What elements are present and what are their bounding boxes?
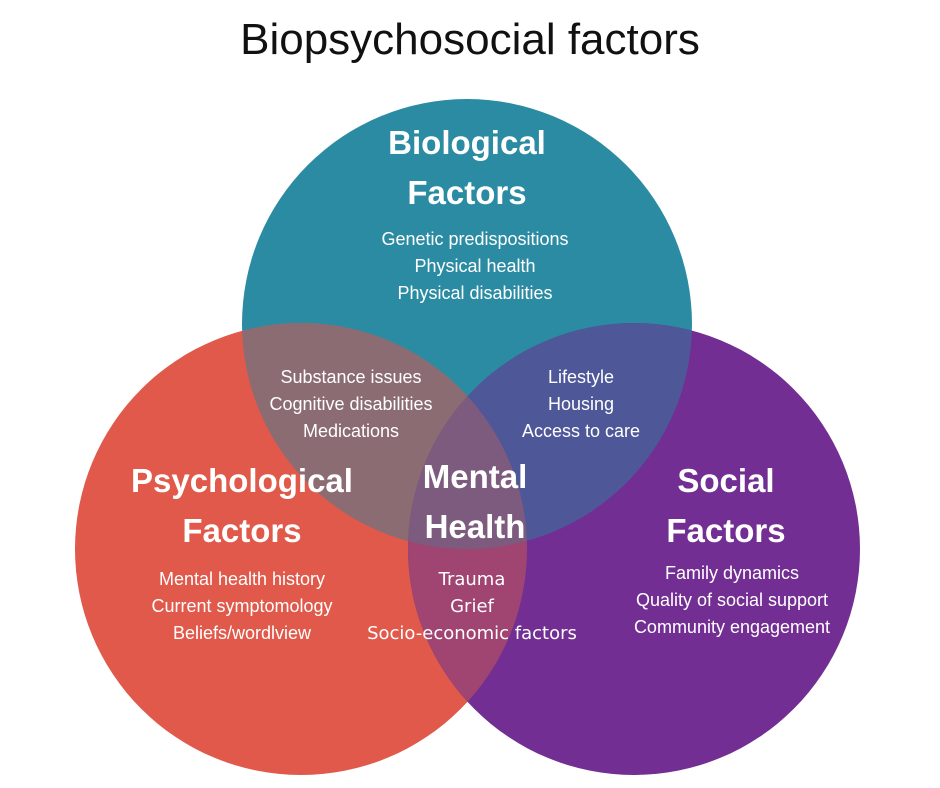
center-heading-line-2: Health [424, 508, 526, 545]
bio-psych-item: Substance issues [280, 367, 422, 387]
bio-social-item: Lifestyle [547, 367, 615, 387]
bio-psych-item: Cognitive disabilities [269, 394, 433, 414]
center-item: Socio-economic factors [367, 623, 577, 644]
social-heading-line-1: Social [677, 462, 775, 499]
diagram-title: Biopsychosocial factors [240, 15, 700, 64]
center-items: Trauma Grief Socio-economic factors [318, 566, 626, 647]
psychological-heading: Psychological Factors [92, 456, 392, 556]
psychological-label: Psychological Factors Mental health hist… [92, 456, 392, 647]
bio-psych-overlap [242, 323, 527, 549]
social-label: Social Factors Family dynamics Quality o… [582, 456, 882, 641]
social-heading: Social Factors [570, 456, 882, 556]
bio-psych-items: Substance issues Cognitive disabilities … [231, 364, 471, 445]
psychological-item: Mental health history [158, 569, 326, 589]
biological-item: Physical disabilities [397, 283, 553, 303]
psychological-item: Current symptomology [151, 596, 333, 616]
social-items: Family dynamics Quality of social suppor… [582, 560, 882, 641]
bio-social-overlap [408, 323, 692, 549]
biological-heading-line-1: Biological [388, 124, 546, 161]
center-label: Mental Health Trauma Grief Socio-economi… [326, 452, 626, 647]
bio-social-item: Access to care [521, 421, 641, 441]
center-item: Trauma [438, 569, 506, 590]
social-item: Quality of social support [635, 590, 829, 610]
center-heading-line-1: Mental [422, 458, 528, 495]
psychological-heading-line-2: Factors [182, 512, 302, 549]
center-heading: Mental Health [324, 452, 626, 552]
bio-psych-item: Medications [302, 421, 400, 441]
biological-label: Biological Factors Genetic predispositio… [317, 118, 617, 307]
psychological-heading-line-1: Psychological [131, 462, 353, 499]
bio-social-items: Lifestyle Housing Access to care [481, 364, 681, 445]
biological-heading-line-2: Factors [407, 174, 527, 211]
biological-heading: Biological Factors [317, 118, 617, 218]
center-item: Grief [450, 596, 494, 617]
social-item: Community engagement [633, 617, 831, 637]
biological-item: Physical health [414, 256, 536, 276]
psychological-items: Mental health history Current symptomolo… [92, 566, 392, 647]
social-item: Family dynamics [664, 563, 800, 583]
bio-social-item: Housing [547, 394, 615, 414]
biological-items: Genetic predispositions Physical health … [333, 226, 617, 307]
social-heading-line-2: Factors [666, 512, 786, 549]
biological-item: Genetic predispositions [381, 229, 569, 249]
psychological-item: Beliefs/wordlview [172, 623, 312, 643]
